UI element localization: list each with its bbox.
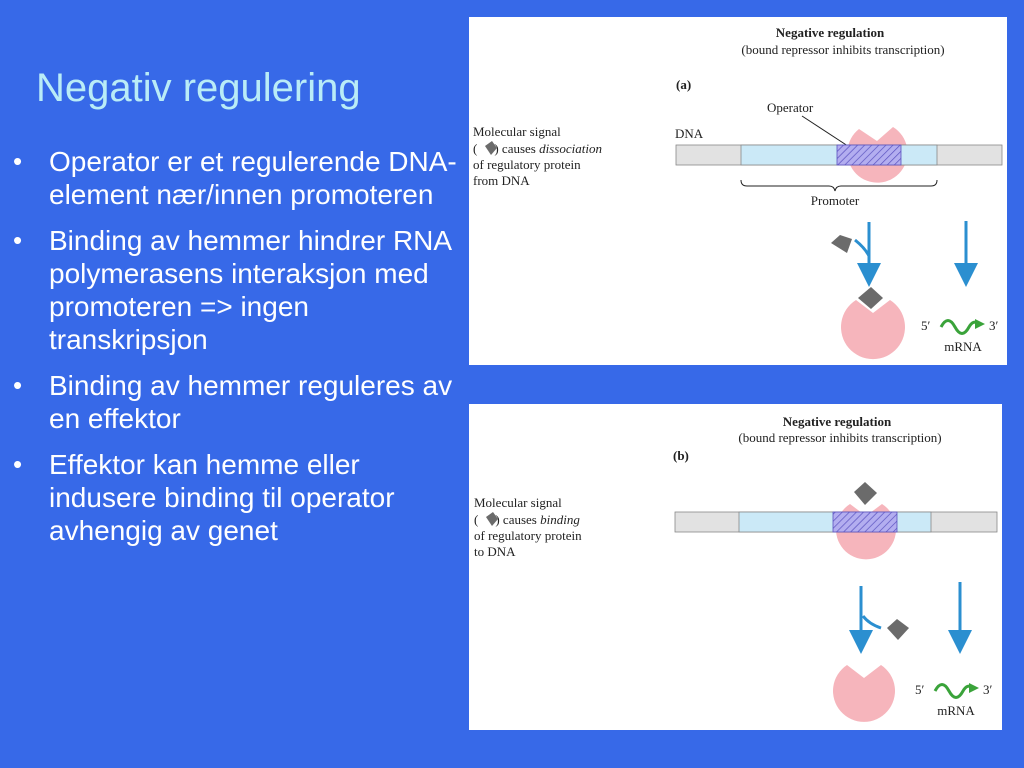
repressor-protein-released xyxy=(841,300,905,360)
operator-pointer xyxy=(801,115,855,151)
bullet-symbol: • xyxy=(13,225,23,255)
signal-molecule-icon xyxy=(858,287,883,309)
five-prime-label: 5′ xyxy=(915,682,925,697)
promoter-bracket xyxy=(740,179,938,192)
bullet-list: • Operator er et regulerende DNA-element … xyxy=(10,145,460,560)
mrna-arrowhead-icon xyxy=(975,319,985,329)
signal-text-open: ( xyxy=(474,512,478,527)
bullet-text: Binding av hemmer hindrer RNA polymerase… xyxy=(49,225,451,355)
three-prime-label: 3′ xyxy=(983,682,993,697)
mrna-strand xyxy=(933,683,973,699)
dna-label: DNA xyxy=(675,126,704,141)
slide-title: Negativ regulering xyxy=(36,66,361,110)
bullet-item: • Operator er et regulerende DNA-element … xyxy=(10,145,460,211)
promoter-label: Promoter xyxy=(811,193,860,208)
operator-region xyxy=(832,511,898,533)
figure-b-subheading: (bound repressor inhibits transcription) xyxy=(738,430,941,445)
bullet-symbol: • xyxy=(13,449,23,479)
signal-text-line2: ( ) causes binding xyxy=(474,512,580,527)
bullet-item: • Binding av hemmer hindrer RNA polymeras… xyxy=(10,224,460,356)
signal-text-open: ( xyxy=(473,141,477,156)
bullet-item: • Binding av hemmer reguleres av en effek… xyxy=(10,369,460,435)
mrna-arrowhead-icon xyxy=(969,683,979,693)
bullet-text: Binding av hemmer reguleres av en effekt… xyxy=(49,370,453,434)
figure-b-diagram: Negative regulation (bound repressor inh… xyxy=(474,414,998,722)
mrna-label: mRNA xyxy=(944,339,982,354)
bullet-item: • Effektor kan hemme eller indusere bindi… xyxy=(10,448,460,547)
mrna-label: mRNA xyxy=(937,703,975,718)
dissociation-arrow xyxy=(854,238,881,287)
signal-text-line4: to DNA xyxy=(474,544,516,559)
three-prime-label: 3′ xyxy=(989,318,999,333)
bullet-text: Effektor kan hemme eller indusere bindin… xyxy=(49,449,395,546)
signal-molecule-icon xyxy=(831,235,852,253)
figure-b-heading: Negative regulation xyxy=(783,414,892,429)
signal-text-line4: from DNA xyxy=(473,173,530,188)
figure-a-heading: Negative regulation xyxy=(776,25,885,40)
signal-text-line3: of regulatory protein xyxy=(473,157,581,172)
signal-molecule-icon xyxy=(485,141,497,155)
figure-b-panel: Negative regulation (bound repressor inh… xyxy=(469,404,1002,730)
signal-text-emph: binding xyxy=(540,512,580,527)
signal-text-line1: Molecular signal xyxy=(473,124,561,139)
signal-text-line2: ( ) causes dissociation xyxy=(473,141,602,156)
signal-molecule-icon xyxy=(486,512,498,526)
figure-a-panel-label: (a) xyxy=(676,77,691,92)
bullet-symbol: • xyxy=(13,146,23,176)
operator-region xyxy=(836,144,902,166)
binding-arrow-branch xyxy=(861,615,882,630)
figure-a-subheading: (bound repressor inhibits transcription) xyxy=(741,42,944,57)
figure-a-diagram: Negative regulation (bound repressor inh… xyxy=(473,25,1003,360)
signal-text-line1: Molecular signal xyxy=(474,495,562,510)
signal-molecule-icon xyxy=(854,482,877,505)
bullet-symbol: • xyxy=(13,370,23,400)
signal-text-emph: dissociation xyxy=(539,141,602,156)
bullet-text: Operator er et regulerende DNA-element n… xyxy=(49,146,457,210)
mrna-strand xyxy=(939,319,979,335)
figure-a-panel: Negative regulation (bound repressor inh… xyxy=(469,17,1007,365)
signal-text-close: ) causes xyxy=(495,512,537,527)
signal-molecule-icon xyxy=(887,619,909,640)
operator-label: Operator xyxy=(767,100,814,115)
repressor-protein-free xyxy=(833,665,895,722)
figure-b-panel-label: (b) xyxy=(673,448,689,463)
five-prime-label: 5′ xyxy=(921,318,931,333)
signal-text-close: ) causes xyxy=(494,141,536,156)
signal-text-line3: of regulatory protein xyxy=(474,528,582,543)
